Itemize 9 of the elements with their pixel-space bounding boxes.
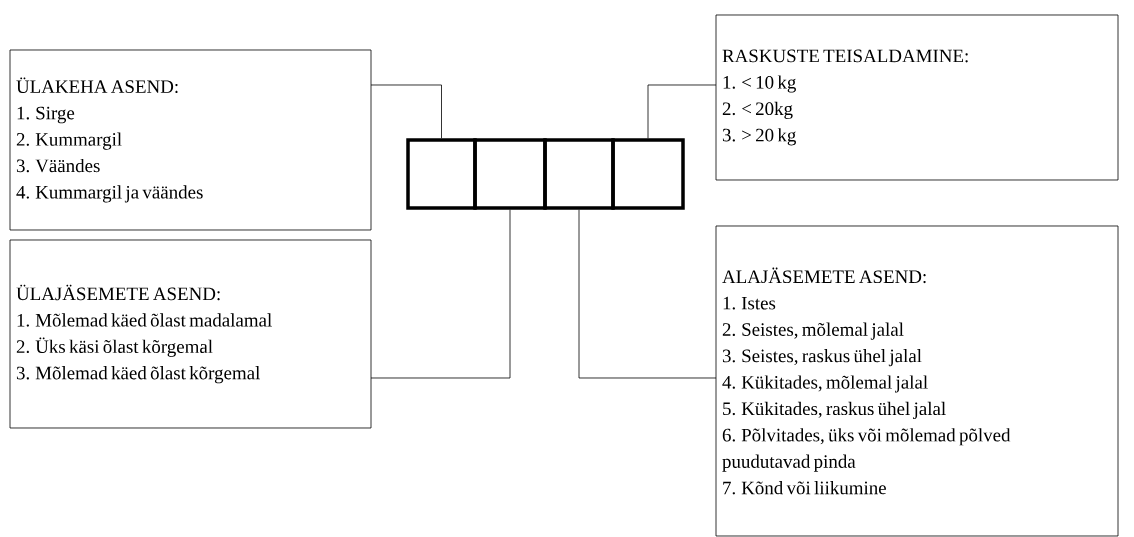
connector-line bbox=[647, 84, 717, 139]
text-box: ÜLAKEHA ASEND: 1. Sirge 2. Kummargil 3. Väändes 4. Kummargil ja väändes bbox=[9, 49, 372, 231]
connector-line bbox=[370, 84, 442, 139]
connector-line bbox=[578, 209, 717, 379]
connector-line bbox=[370, 209, 511, 379]
text-box: ALAJÄSEMETE ASEND: 1. Istes 2. Seistes, mõlemal jalal 3. Seistes, raskus ühel jalal 4. Kükitades, mõlemal jalal 5. Kükitades, raskus ühel jalal 6. Põlvitades, üks või mõlemad põlved puudutavad pinda 7. Kõnd või liikumine bbox=[715, 225, 1119, 537]
text-box: RASKUSTE TEISALDAMINE: 1. < 10 kg 2. < 20kg 3. > 20 kg bbox=[715, 14, 1119, 181]
empty-box bbox=[611, 138, 685, 210]
text-box: ÜLAJÄSEMETE ASEND: 1. Mõlemad käed õlast madalamal 2. Üks käsi õlast kõrgemal 3. Mõlemad käed õlast kõrgemal bbox=[9, 239, 372, 429]
